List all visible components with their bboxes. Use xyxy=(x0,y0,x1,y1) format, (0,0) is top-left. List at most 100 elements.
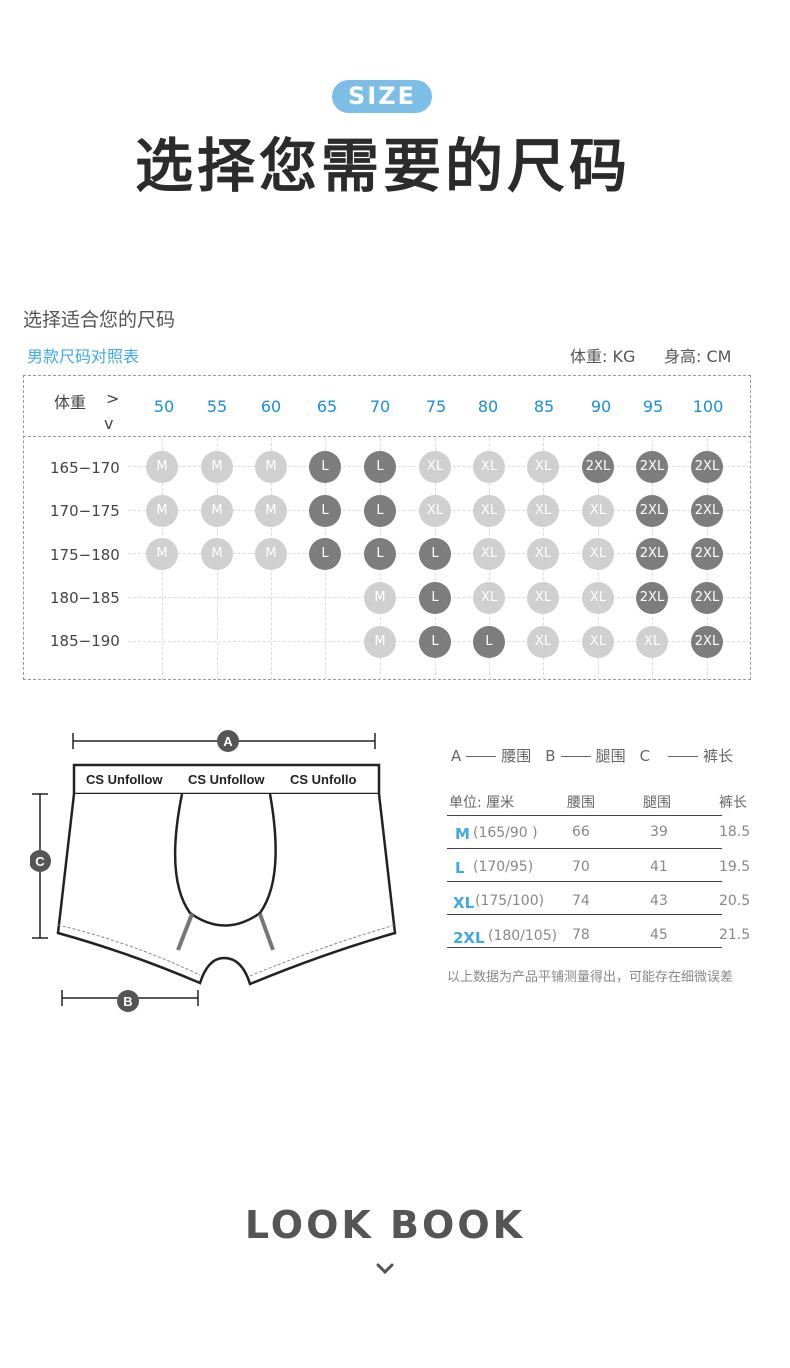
waistband xyxy=(72,763,381,796)
marker-a-label: A xyxy=(223,734,233,749)
right-leg-stitch xyxy=(249,924,396,977)
size-dot: M xyxy=(255,451,287,483)
mt-spec: (170/95) xyxy=(473,859,534,875)
weight-col-60: 60 xyxy=(260,397,282,416)
chevron-down-icon[interactable] xyxy=(376,1262,394,1276)
marker-c-label: C xyxy=(35,854,45,869)
mt-spec: (165/90 ) xyxy=(473,825,538,841)
mt-leg: 39 xyxy=(650,824,668,840)
weight-col-100: 100 xyxy=(692,397,724,416)
height-row-170-175: 170−175 xyxy=(50,502,120,520)
legend-b-letter: B xyxy=(545,747,556,765)
size-dot: XL xyxy=(527,495,559,527)
size-pill-badge: SIZE xyxy=(332,80,432,113)
weight-col-50: 50 xyxy=(153,397,175,416)
size-dot: M xyxy=(201,495,233,527)
size-dot: M xyxy=(364,626,396,658)
mt-rule xyxy=(447,947,722,948)
size-dot: L xyxy=(309,451,341,483)
height-row-165-170: 165−170 xyxy=(50,459,120,477)
marker-b-label: B xyxy=(123,994,132,1009)
height-row-185-190: 185−190 xyxy=(50,632,120,650)
size-dot: L xyxy=(364,495,396,527)
measurement-note: 以上数据为产品平铺测量得出，可能存在细微误差 xyxy=(447,970,734,985)
size-dot: L xyxy=(473,626,505,658)
size-dot: L xyxy=(364,538,396,570)
waistband-text: CS Unfollo xyxy=(290,772,356,787)
mt-leg: 45 xyxy=(650,927,668,943)
section-subtitle: 选择适合您的尺码 xyxy=(23,309,176,331)
arrow-down-icon: v xyxy=(104,414,114,433)
height-row-180-185: 180−185 xyxy=(50,589,120,607)
briefs-body xyxy=(56,793,397,986)
weight-axis-label: 体重 xyxy=(54,393,87,412)
size-dot: L xyxy=(419,626,451,658)
marker-c-icon: C xyxy=(30,850,51,872)
marker-a-icon: A xyxy=(217,730,239,752)
left-seam xyxy=(176,913,194,951)
legend-a-letter: A xyxy=(451,747,462,765)
weight-col-75: 75 xyxy=(425,397,447,416)
size-dot: XL xyxy=(527,451,559,483)
mt-waist: 66 xyxy=(572,824,590,840)
size-dot: XL xyxy=(473,495,505,527)
size-dot: XL xyxy=(419,495,451,527)
legend-b-label: 腿围 xyxy=(595,747,626,765)
size-dot: 2XL xyxy=(691,495,723,527)
mt-waist: 78 xyxy=(572,927,590,943)
mt-rule xyxy=(447,914,722,915)
measure-legend: A 腰围 B 腿围 C 裤长 xyxy=(451,745,733,766)
size-dot: M xyxy=(201,451,233,483)
size-dot: XL xyxy=(582,626,614,658)
size-dot: M xyxy=(146,538,178,570)
size-dot: 2XL xyxy=(636,582,668,614)
arrow-right-icon: > xyxy=(106,389,120,408)
mt-size-xl: XL xyxy=(453,894,475,912)
grid-header-divider xyxy=(23,436,751,437)
size-dot: M xyxy=(255,538,287,570)
legend-c-label: 裤长 xyxy=(703,747,734,765)
size-dot: 2XL xyxy=(691,626,723,658)
size-dot: XL xyxy=(419,451,451,483)
mt-header-unit: 单位: 厘米 xyxy=(449,795,515,811)
mt-waist: 74 xyxy=(572,893,590,909)
size-dot: 2XL xyxy=(636,495,668,527)
mt-length: 19.5 xyxy=(719,859,751,875)
chart-title: 男款尺码对照表 xyxy=(27,347,140,366)
mt-header-length: 裤长 xyxy=(719,795,747,811)
size-dot: XL xyxy=(473,538,505,570)
size-dot: 2XL xyxy=(691,538,723,570)
mt-size-m: M xyxy=(455,825,470,843)
mt-length: 18.5 xyxy=(719,824,751,840)
front-pouch xyxy=(173,793,277,927)
weight-col-55: 55 xyxy=(206,397,228,416)
weight-col-65: 65 xyxy=(316,397,338,416)
size-dot: M xyxy=(255,495,287,527)
height-row-175-180: 175−180 xyxy=(50,546,120,564)
size-dot: L xyxy=(419,582,451,614)
waistband-text: CS Unfollow xyxy=(86,772,163,787)
underwear-diagram: A CS Unfollow CS Unfollow CS Unfollo C B xyxy=(30,730,397,1012)
size-dot: L xyxy=(309,538,341,570)
legend-a-label: 腰围 xyxy=(501,747,532,765)
mt-length: 21.5 xyxy=(719,927,751,943)
weight-col-80: 80 xyxy=(477,397,499,416)
marker-b-icon: B xyxy=(117,990,139,1012)
mt-leg: 41 xyxy=(650,859,668,875)
size-dot: L xyxy=(309,495,341,527)
size-dot: L xyxy=(419,538,451,570)
size-dot: XL xyxy=(473,582,505,614)
mt-rule xyxy=(447,815,722,816)
unit-height-label: 身高: CM xyxy=(664,347,732,366)
size-dot: XL xyxy=(473,451,505,483)
size-dot: XL xyxy=(636,626,668,658)
mt-size-2xl: 2XL xyxy=(453,929,485,947)
waistband-text: CS Unfollow xyxy=(188,772,265,787)
size-dot: L xyxy=(364,451,396,483)
size-dot: XL xyxy=(527,582,559,614)
size-chart-grid xyxy=(23,375,751,680)
legend-c-letter: C xyxy=(639,747,651,765)
mt-spec: (180/105) xyxy=(488,928,558,944)
size-dot: XL xyxy=(582,538,614,570)
size-dot: XL xyxy=(582,582,614,614)
